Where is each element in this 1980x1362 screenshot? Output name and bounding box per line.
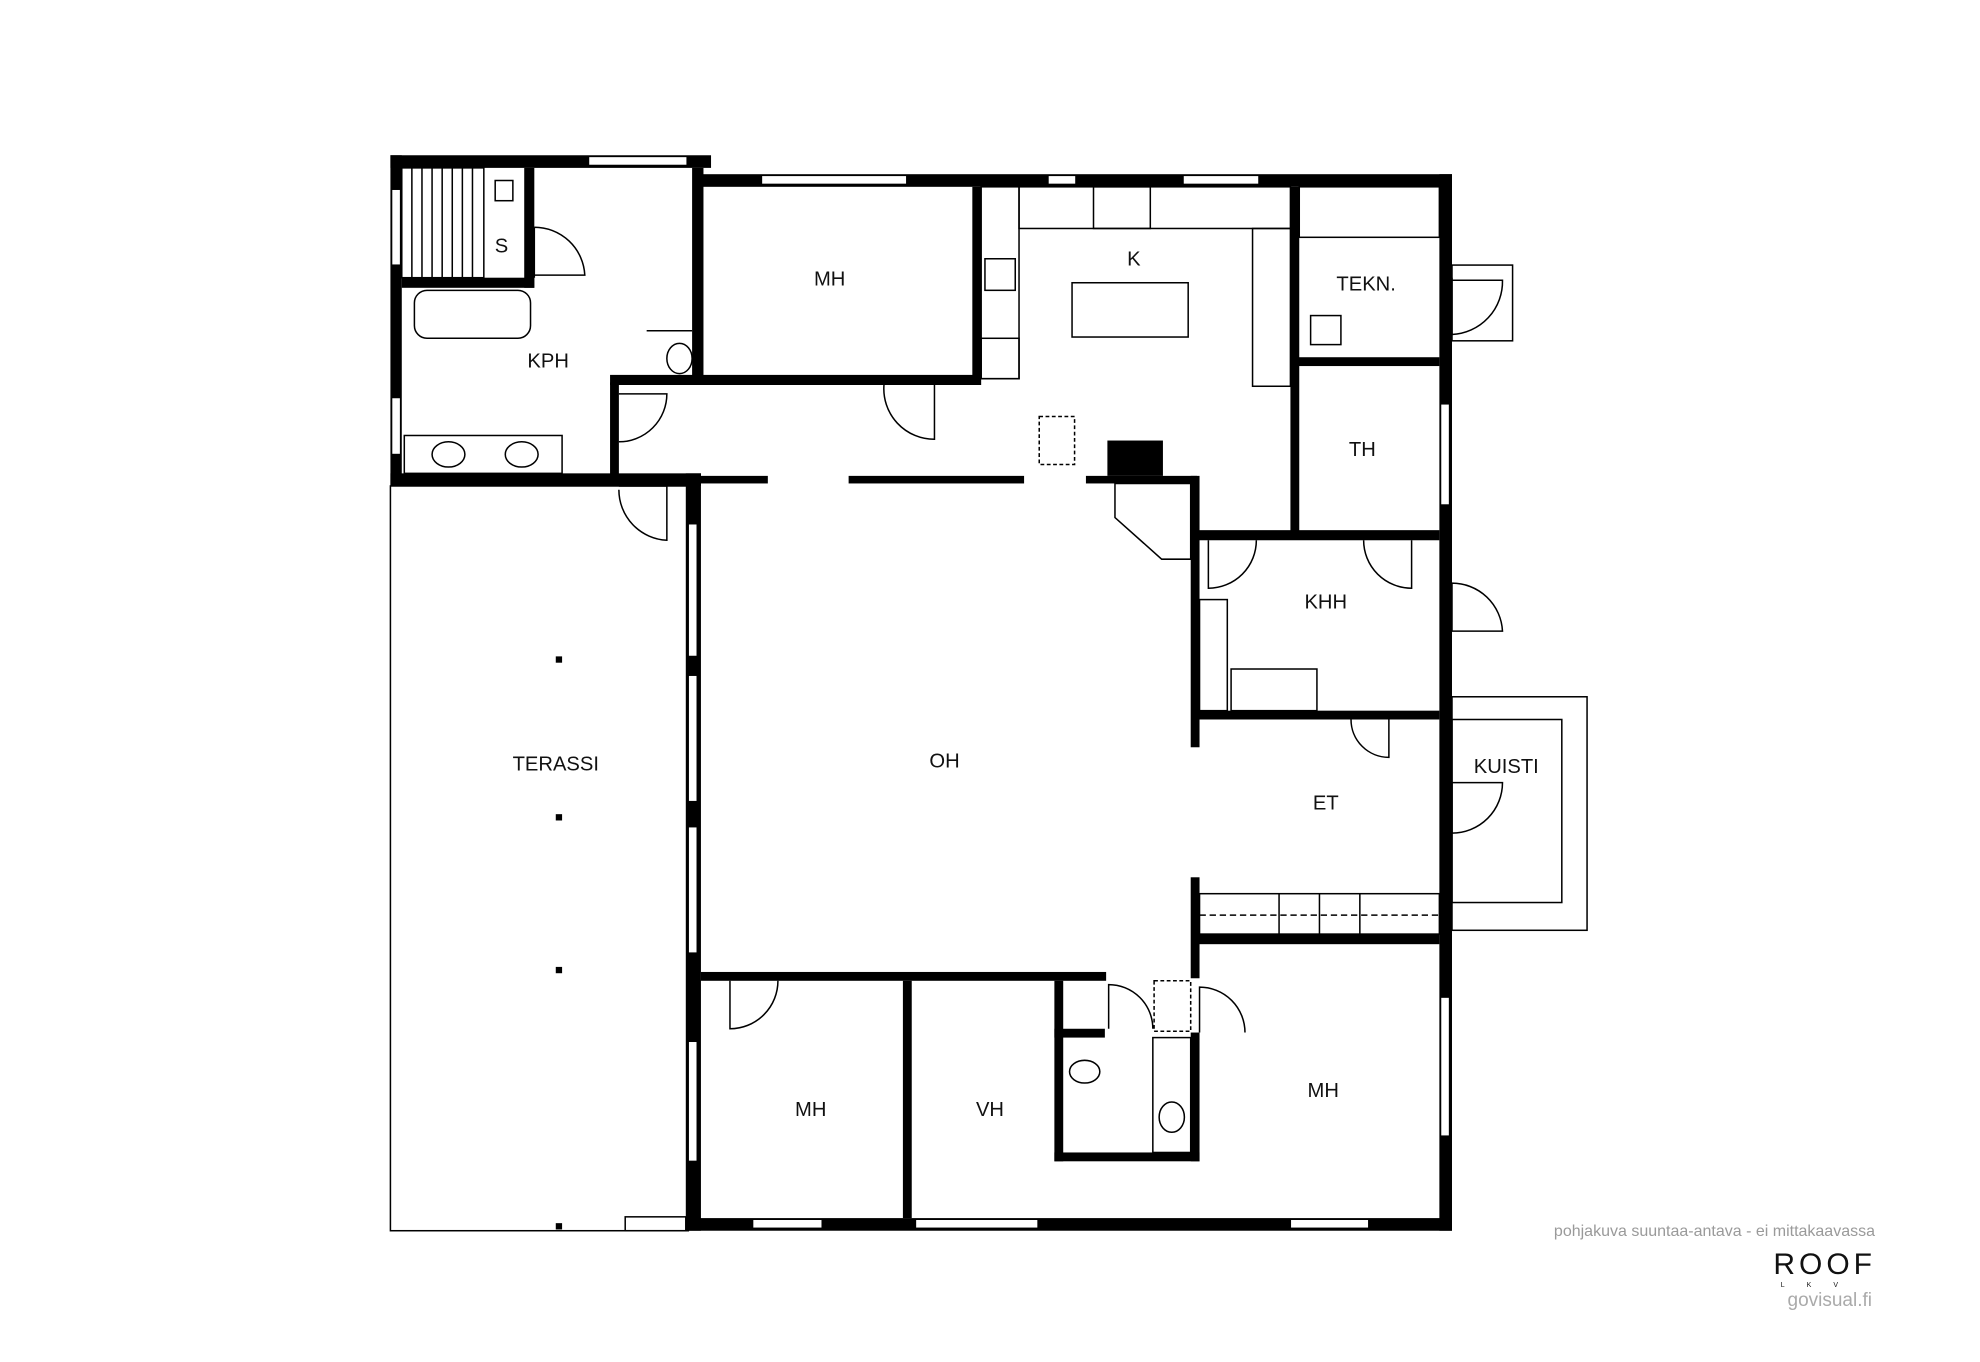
disclaimer-note: pohjakuva suuntaa-antava - ei mittakaava… bbox=[1553, 1223, 1875, 1240]
label-k: K bbox=[1127, 248, 1141, 270]
terrace bbox=[389, 485, 690, 1232]
room-labels: S KPH MH K TEKN. TH KHH KUISTI ET OH TER… bbox=[495, 236, 1539, 1121]
label-mh-bottom-left: MH bbox=[795, 1099, 826, 1121]
label-vh: VH bbox=[976, 1099, 1004, 1121]
label-s: S bbox=[495, 236, 508, 258]
walls bbox=[390, 155, 1452, 1231]
label-kph: KPH bbox=[527, 351, 569, 373]
label-oh: OH bbox=[929, 751, 959, 773]
roof-logo: ROOF bbox=[1773, 1248, 1876, 1281]
label-th: TH bbox=[1349, 439, 1376, 461]
windows bbox=[391, 155, 1451, 1229]
kuisti-porch bbox=[1451, 264, 1588, 932]
label-tekn: TEKN. bbox=[1336, 274, 1395, 296]
fixtures bbox=[401, 167, 1441, 1154]
label-khh: KHH bbox=[1304, 592, 1347, 614]
label-mh-bottom-right: MH bbox=[1308, 1080, 1339, 1102]
label-mh-top: MH bbox=[814, 269, 845, 291]
doors bbox=[533, 226, 1504, 1033]
govisual-credit: govisual.fi bbox=[1787, 1290, 1873, 1311]
roof-logo-subtitle: LKV bbox=[1780, 1282, 1860, 1289]
label-et: ET bbox=[1313, 792, 1339, 814]
label-terassi: TERASSI bbox=[513, 753, 599, 775]
label-kuisti: KUISTI bbox=[1474, 756, 1539, 778]
